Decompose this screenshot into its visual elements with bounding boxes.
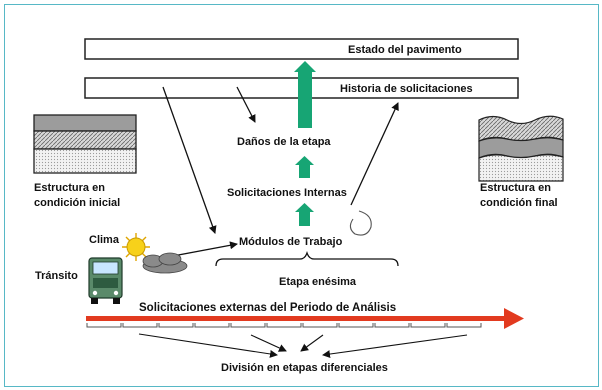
initial-structure-label-2: condición inicial	[34, 197, 120, 209]
internas-label: Solicitaciones Internas	[227, 187, 347, 199]
estado-bar	[84, 38, 519, 60]
green-arrow-mid	[295, 156, 314, 178]
feedback-curl	[349, 210, 372, 236]
division-arrow-1	[138, 333, 278, 358]
pavement-analysis-diagram: Estado del pavimento Historia de solicit…	[33, 38, 564, 374]
arrow-to-historia	[350, 102, 399, 206]
final-structure-label-1: Estructura en	[480, 182, 551, 194]
initial-structure-label-1: Estructura en	[34, 182, 105, 194]
timeline-arrow	[86, 308, 524, 329]
final-structure-layers	[478, 115, 564, 182]
truck-icon	[88, 257, 123, 304]
division-arrow-3	[300, 334, 324, 352]
green-arrow-top	[294, 61, 316, 128]
diagram-frame: Estado del pavimento Historia de solicit…	[4, 4, 599, 387]
green-arrow-low	[295, 203, 314, 226]
timeline-label: Solicitaciones externas del Periodo de A…	[139, 302, 396, 314]
cloud-icon	[142, 252, 188, 274]
etapa-brace	[215, 250, 399, 267]
arrow-clima-modulos	[172, 241, 238, 257]
historia-label: Historia de solicitaciones	[340, 83, 473, 95]
division-arrow-4	[322, 334, 468, 358]
transito-label: Tránsito	[35, 270, 78, 282]
modulos-label: Módulos de Trabajo	[239, 236, 343, 248]
division-arrow-2	[250, 334, 287, 352]
timeline-ticks	[86, 323, 482, 328]
danos-label: Daños de la etapa	[237, 136, 331, 148]
sun-icon	[122, 233, 150, 261]
clima-label: Clima	[89, 234, 120, 246]
estado-label: Estado del pavimento	[348, 44, 462, 56]
division-label: División en etapas diferenciales	[221, 362, 388, 374]
initial-structure-layers	[33, 114, 137, 174]
arrow-to-danos	[236, 86, 256, 123]
etapa-label: Etapa enésima	[279, 276, 357, 288]
final-structure-label-2: condición final	[480, 197, 558, 209]
arrow-to-modulos	[162, 86, 217, 234]
